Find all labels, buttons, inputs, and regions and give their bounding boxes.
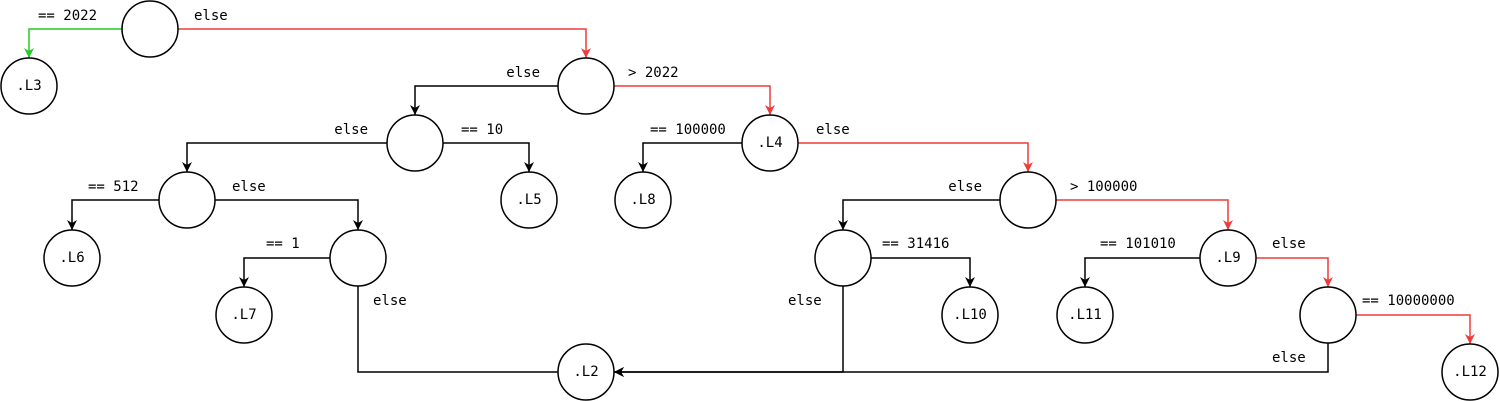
edge-n10-to-n512 (182, 142, 387, 172)
edge-gt100000-to-n31416 (838, 199, 1000, 230)
node-L10: .L10 (941, 286, 999, 344)
edge-label-n512-to-n1: else (232, 179, 266, 195)
edge-n10-to-L5 (443, 142, 534, 172)
edge-label-n31416-to-L10: == 31416 (882, 236, 949, 252)
node-label-L12: .L12 (1453, 364, 1487, 380)
edge-n31416-to-L10 (871, 257, 975, 287)
node-circle-n31416 (814, 229, 872, 287)
node-circle-L12 (1441, 343, 1499, 401)
edge-label-n10000000-to-L12: == 10000000 (1362, 293, 1455, 309)
edge-label-n2022-to-gt2022: else (194, 8, 228, 24)
node-circle-L10 (941, 286, 999, 344)
edge-n10000000-to-L2 (614, 343, 1329, 377)
node-L9: .L9 (1199, 229, 1257, 287)
node-circle-n10 (386, 114, 444, 172)
node-n10 (386, 114, 444, 172)
edge-n10000000-to-L12 (1356, 314, 1475, 344)
node-circle-L8 (614, 171, 672, 229)
edge-labels-layer: == 2022 else else > 2022 else == 10 == 100000 e… (38, 8, 1455, 366)
node-label-L4: .L4 (757, 135, 782, 151)
node-label-L7: .L7 (231, 307, 256, 323)
node-circle-L6 (43, 229, 101, 287)
node-circle-L9 (1199, 229, 1257, 287)
node-circle-n512 (158, 171, 216, 229)
node-label-L2: .L2 (573, 364, 598, 380)
node-n512 (158, 171, 216, 229)
edge-label-n2022-to-L3: == 2022 (38, 8, 97, 24)
node-circle-n1 (329, 229, 387, 287)
edge-n2022-to-gt2022 (178, 28, 591, 58)
node-circle-n2022 (121, 0, 179, 58)
edge-n2022-to-L3 (24, 28, 122, 58)
edge-n512-to-L6 (67, 199, 159, 230)
edge-label-gt100000-to-L9: > 100000 (1070, 179, 1137, 195)
node-gt2022 (557, 57, 615, 115)
node-L8: .L8 (614, 171, 672, 229)
node-circle-L7 (215, 286, 273, 344)
edge-L4-to-gt100000 (798, 142, 1033, 172)
node-circle-L2 (557, 343, 615, 401)
edge-label-gt2022-to-n10: else (506, 65, 540, 81)
node-n10000000 (1299, 286, 1357, 344)
node-L5: .L5 (500, 171, 558, 229)
edge-label-n10-to-n512: else (334, 122, 368, 138)
edge-n1-to-L7 (239, 257, 330, 287)
edge-label-L9-to-L11: == 101010 (1100, 236, 1176, 252)
node-label-L11: .L11 (1068, 307, 1102, 323)
edge-gt2022-to-L4 (614, 85, 775, 115)
node-label-L6: .L6 (59, 250, 84, 266)
edge-gt100000-to-L9 (1056, 199, 1233, 230)
edge-label-L9-to-n10000000: else (1272, 236, 1306, 252)
node-label-L9: .L9 (1215, 250, 1240, 266)
edge-label-n10000000-to-L2: else (1272, 350, 1306, 366)
edge-n512-to-n1 (215, 199, 363, 230)
edge-label-n10-to-L5: == 10 (461, 122, 503, 138)
node-circle-L11 (1056, 286, 1114, 344)
node-L3: .L3 (0, 57, 58, 115)
node-circle-L4 (741, 114, 799, 172)
node-n31416 (814, 229, 872, 287)
node-L12: .L12 (1441, 343, 1499, 401)
node-label-L8: .L8 (630, 192, 655, 208)
node-circle-gt2022 (557, 57, 615, 115)
node-L4: .L4 (741, 114, 799, 172)
edge-n1-to-L2 (357, 286, 614, 377)
edges-layer (24, 28, 1475, 377)
node-circle-L3 (0, 57, 58, 115)
node-label-L3: .L3 (16, 78, 41, 94)
node-circle-L5 (500, 171, 558, 229)
edge-L9-to-n10000000 (1256, 257, 1333, 287)
node-L7: .L7 (215, 286, 273, 344)
edge-label-n1-to-L7: == 1 (266, 236, 300, 252)
edge-L9-to-L11 (1080, 257, 1200, 287)
edge-label-n1-to-L2: else (373, 293, 407, 309)
edge-label-L4-to-gt100000: else (816, 122, 850, 138)
edge-label-L4-to-L8: == 100000 (650, 122, 726, 138)
node-L11: .L11 (1056, 286, 1114, 344)
node-L2: .L2 (557, 343, 615, 401)
edge-label-gt100000-to-n31416: else (948, 179, 982, 195)
node-n2022 (121, 0, 179, 58)
edge-gt2022-to-n10 (410, 85, 558, 115)
edge-L4-to-L8 (638, 142, 742, 172)
node-label-L5: .L5 (516, 192, 541, 208)
node-circle-gt100000 (999, 171, 1057, 229)
node-L6: .L6 (43, 229, 101, 287)
node-gt100000 (999, 171, 1057, 229)
edge-label-n512-to-L6: == 512 (88, 179, 139, 195)
node-label-L10: .L10 (953, 307, 987, 323)
edge-label-n31416-to-L2: else (788, 293, 822, 309)
edge-label-gt2022-to-L4: > 2022 (628, 65, 679, 81)
node-n1 (329, 229, 387, 287)
node-circle-n10000000 (1299, 286, 1357, 344)
